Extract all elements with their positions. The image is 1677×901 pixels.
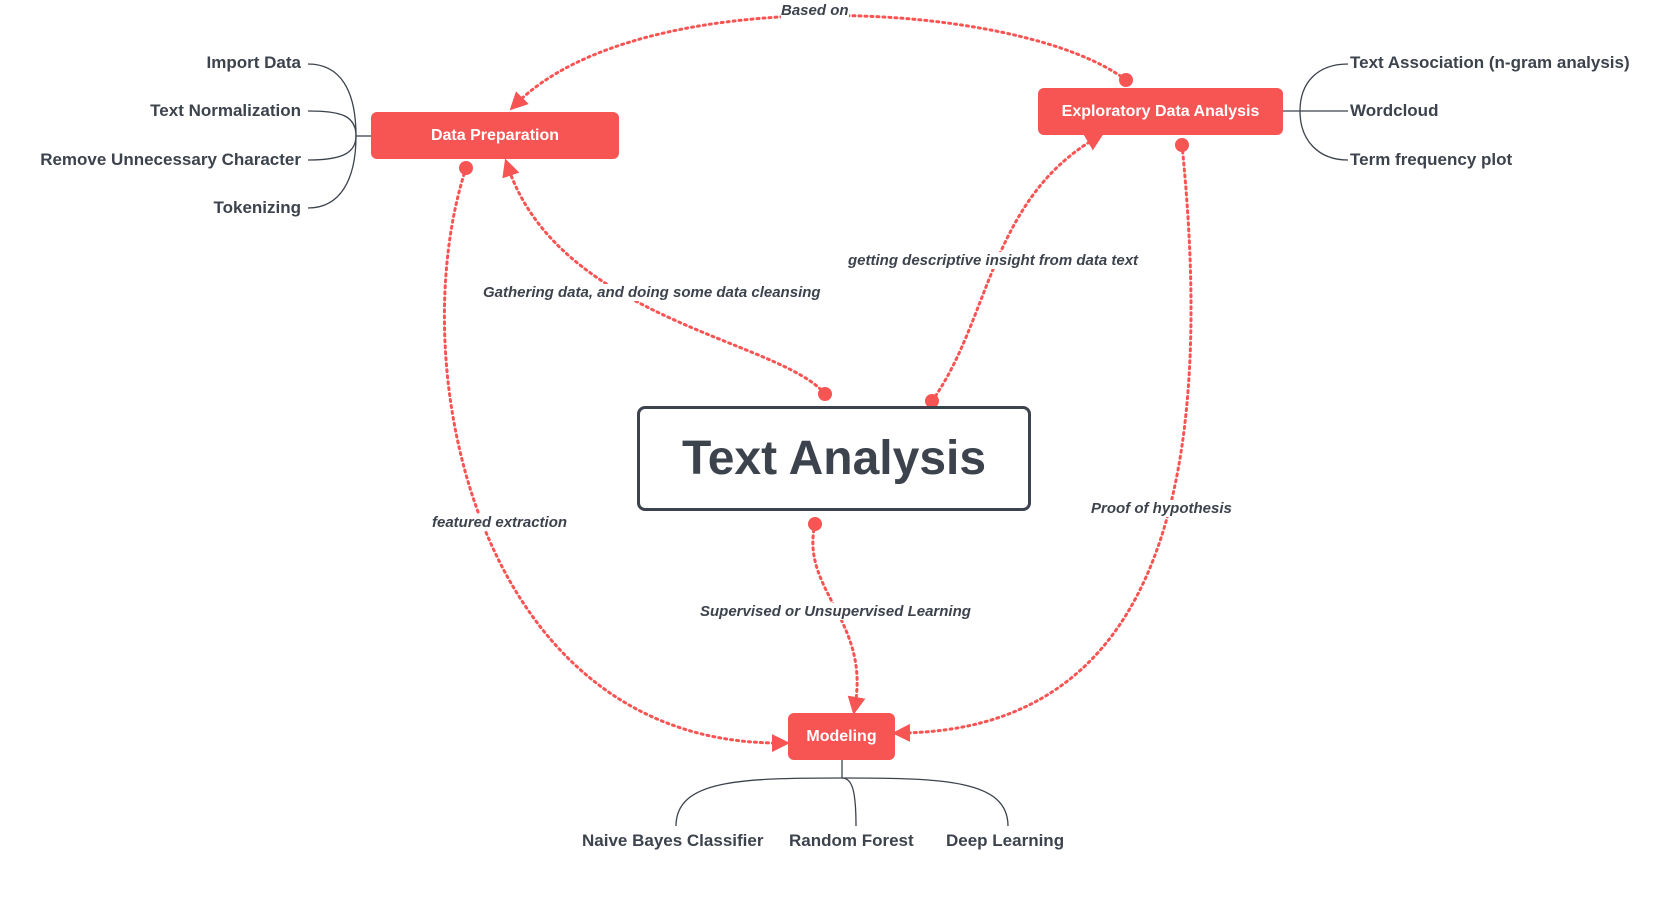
data-preparation-label: Data Preparation [430,126,560,144]
based-on-start-dot [1119,73,1133,87]
modeling-node[interactable]: Modeling [788,713,895,760]
data-preparation-node[interactable]: Data Preparation [371,112,619,159]
central-topic-label: Text Analysis [681,432,987,485]
central-topic[interactable]: Text Analysis [637,406,1031,511]
supervised-arc [811,522,866,715]
featured-start-dot [459,161,473,175]
leaf-wordcloud[interactable]: Wordcloud [1350,101,1439,120]
leaf-remove-unnecessary-character[interactable]: Remove Unnecessary Character [40,150,301,169]
featured-arc [443,166,790,753]
proof-start-dot [1175,138,1189,152]
gathering-arc [502,158,827,396]
modeling-branches [675,760,1009,827]
relationship-label-supervised[interactable]: Supervised or Unsupervised Learning [700,603,971,620]
relationship-label-featured[interactable]: featured extraction [432,514,568,531]
leaf-random-forest[interactable]: Random Forest [789,831,914,850]
relationship-label-gathering[interactable]: Gathering data, and doing some data clea… [483,284,821,301]
leaf-tokenizing[interactable]: Tokenizing [213,198,301,217]
based-on-arc [509,14,1128,111]
leaf-deep-learning[interactable]: Deep Learning [946,831,1065,850]
leaf-naive-bayes[interactable]: Naive Bayes Classifier [582,831,764,850]
proof-arc [892,143,1193,742]
exploratory-data-analysis-label: Exploratory Data Analysis [1061,102,1260,120]
leaf-text-association[interactable]: Text Association (n-gram analysis) [1350,53,1630,72]
leaf-import-data[interactable]: Import Data [206,53,301,72]
exploratory-data-analysis-node[interactable]: Exploratory Data Analysis [1038,88,1283,135]
gathering-start-dot [818,387,832,401]
descriptive-arc [930,133,1104,403]
data-preparation-branches [307,63,372,209]
exploratory-branches [1282,63,1349,161]
leaf-text-normalization[interactable]: Text Normalization [150,101,301,120]
relationship-label-proof[interactable]: Proof of hypothesis [1091,500,1232,517]
modeling-label: Modeling [806,727,877,745]
leaf-term-frequency-plot[interactable]: Term frequency plot [1350,150,1513,169]
descriptive-start-dot [925,394,939,408]
relationship-label-descriptive[interactable]: getting descriptive insight from data te… [848,252,1139,269]
relationship-label-based-on[interactable]: Based on [781,2,849,19]
supervised-start-dot [808,517,822,531]
